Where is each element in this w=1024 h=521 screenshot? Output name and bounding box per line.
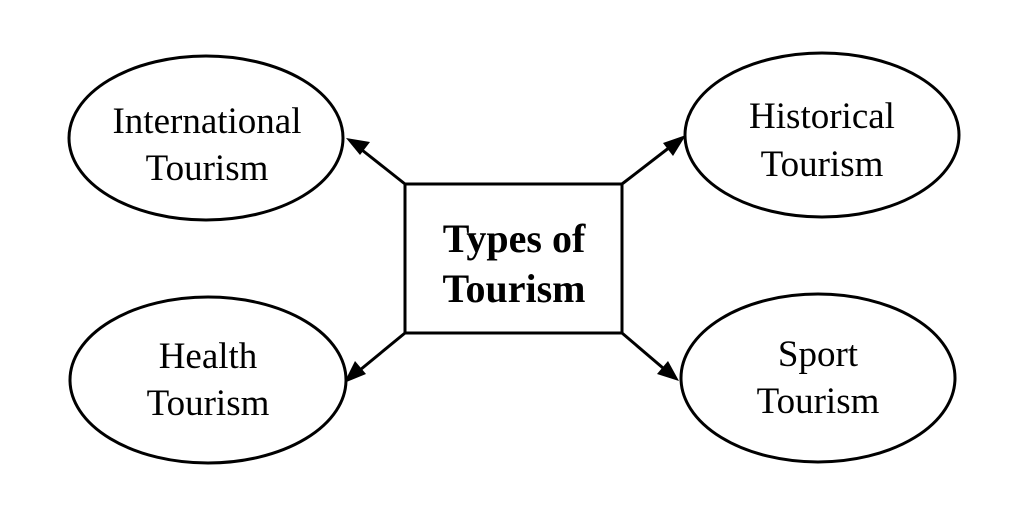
connector-line (361, 148, 406, 186)
connector-line (621, 145, 671, 186)
connector-line (359, 331, 406, 372)
arrowhead-icon (344, 361, 366, 383)
node-label-line1: Historical (749, 96, 895, 137)
arrow-to-health (344, 331, 406, 383)
node-health-tourism: Health Tourism (68, 295, 348, 465)
center-title-line1: Types of (443, 216, 586, 261)
node-historical-tourism: Historical Tourism (683, 51, 961, 219)
node-label-line2: Tourism (147, 383, 270, 424)
arrowhead-icon (346, 138, 370, 155)
node-ellipse (67, 54, 345, 222)
center-box (403, 182, 624, 335)
node-ellipse (68, 295, 348, 465)
node-international-tourism: International Tourism (67, 54, 345, 222)
center-node: Types of Tourism (403, 182, 624, 335)
node-ellipse (679, 292, 957, 464)
arrowhead-icon (657, 361, 679, 381)
node-label-line2: Tourism (146, 148, 269, 189)
node-label-line1: Sport (778, 334, 859, 375)
node-ellipse (683, 51, 961, 219)
arrow-to-international (346, 138, 406, 186)
connector-line (621, 331, 664, 370)
arrowhead-icon (663, 135, 686, 156)
arrow-to-sport (621, 331, 679, 381)
node-label-line1: International (112, 101, 301, 142)
node-label-line1: Health (159, 336, 258, 377)
node-sport-tourism: Sport Tourism (679, 292, 957, 464)
center-title-line2: Tourism (442, 266, 585, 311)
arrow-to-historical (621, 135, 686, 186)
node-label-line2: Tourism (761, 144, 884, 185)
node-label-line2: Tourism (757, 381, 880, 422)
